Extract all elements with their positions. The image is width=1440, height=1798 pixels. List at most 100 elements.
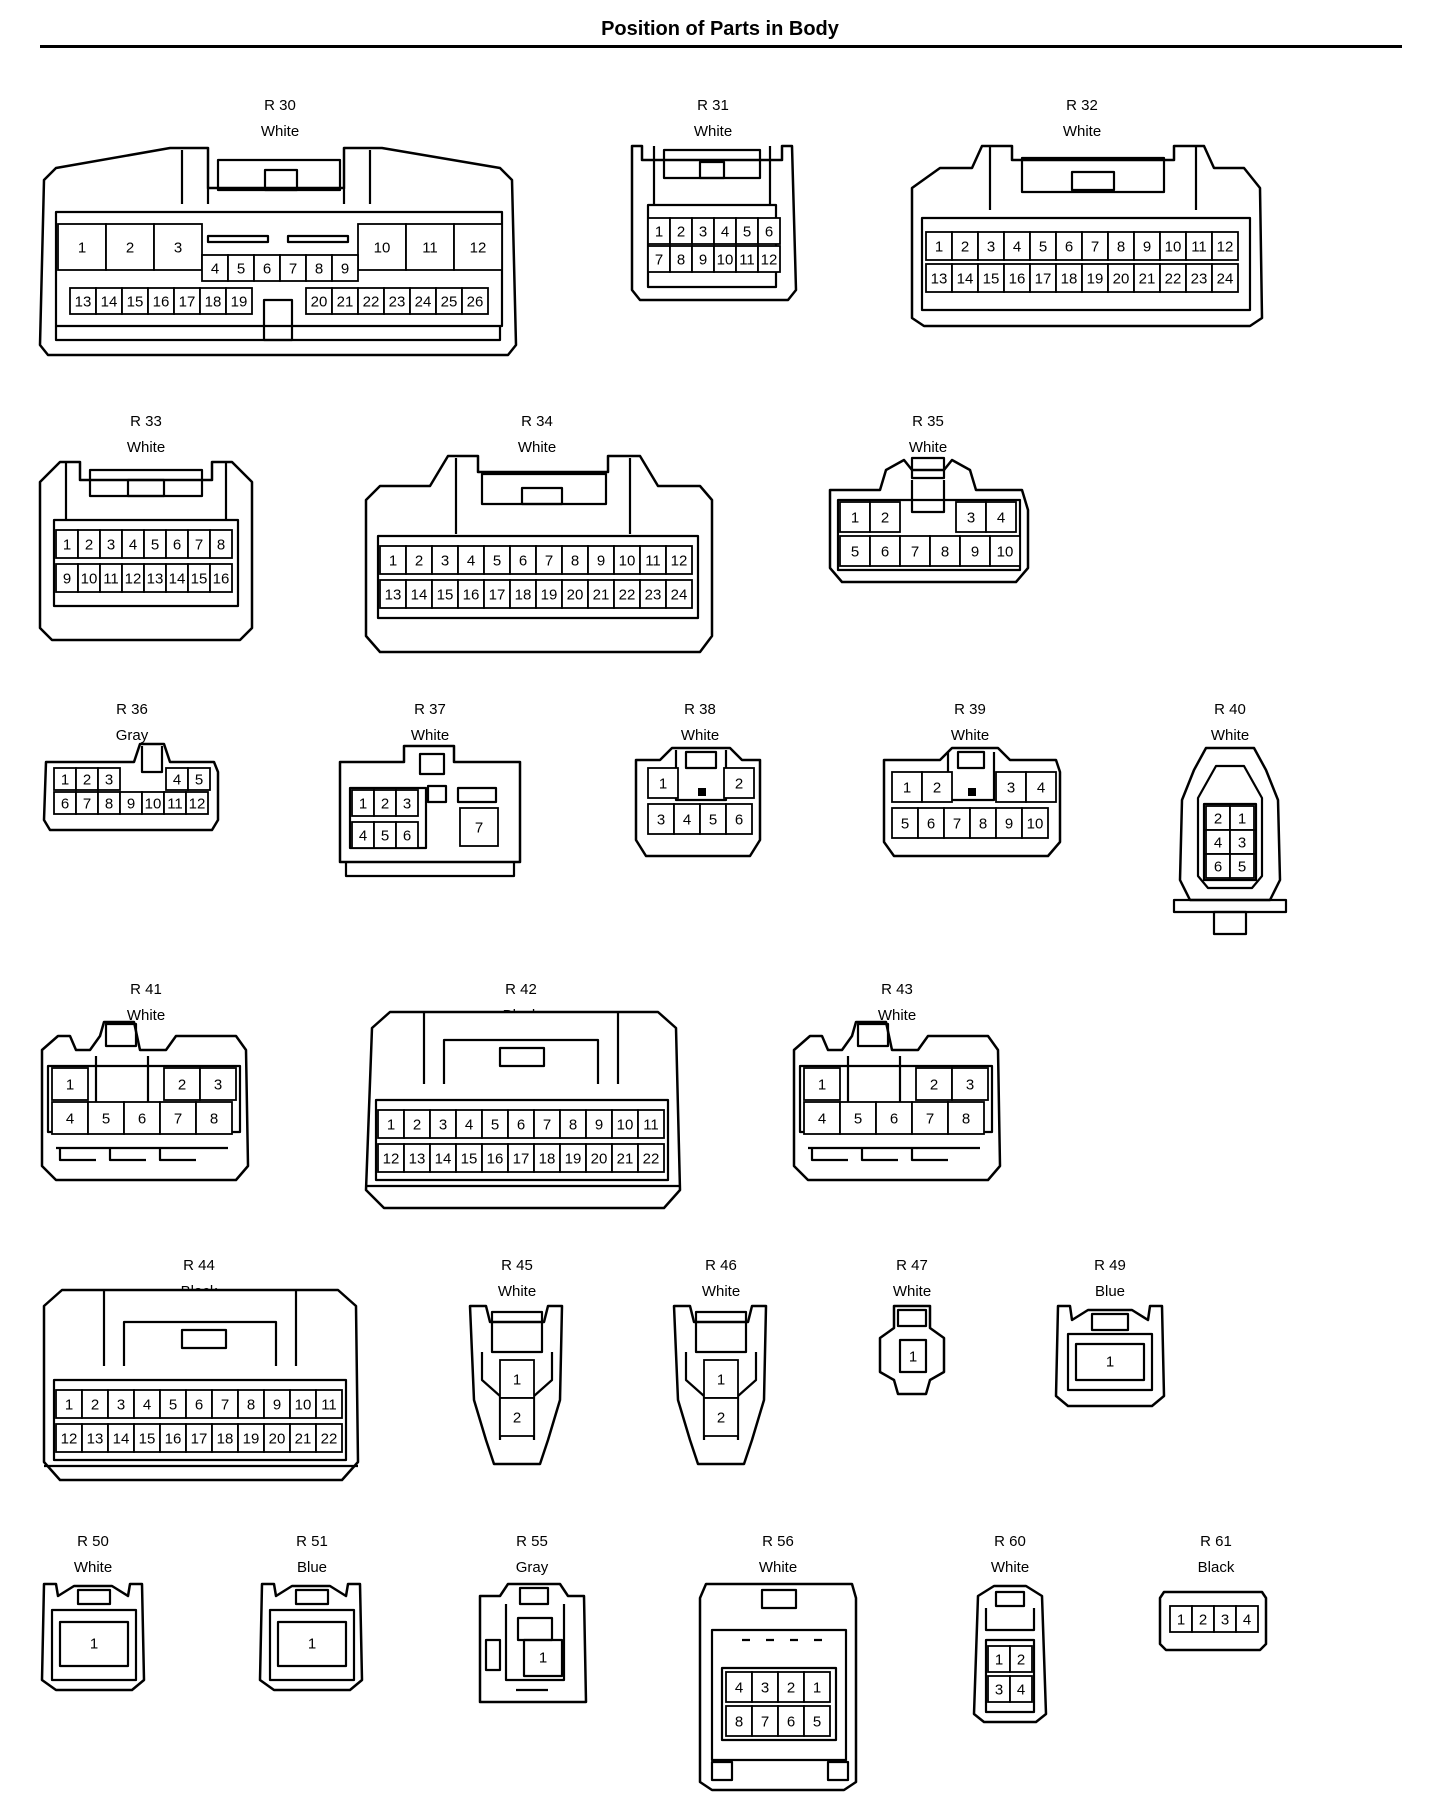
r61-id-label: R 61 [1200,1533,1232,1550]
pin-number: 5 [743,224,751,241]
pin-number: 1 [66,1077,74,1094]
pin-cell: 12 [55,1423,83,1453]
pin-box [331,254,359,282]
pin-number: 12 [61,1431,78,1448]
pin-cell: 7 [535,545,563,575]
pin-number: 2 [1199,1612,1207,1629]
pin-cell: 6 [869,535,901,567]
pin-cell: 6 [185,1389,213,1419]
r55-id-label: R 55 [516,1533,548,1550]
pin-cell: 1 [987,1645,1011,1673]
pin-box [57,223,107,271]
pin-number: 10 [619,553,636,570]
pin-cell: 14 [165,563,189,593]
pin-number: 4 [1243,1612,1251,1629]
pin-number: 12 [1217,239,1234,256]
pin-box [665,579,693,609]
housing-outline [478,1582,588,1704]
r55-labels: R 55 Gray [516,1533,549,1576]
pin-cell: 3 [977,231,1005,261]
r45-color-label: White [498,1283,536,1300]
pin-cell: 9 [959,535,991,567]
pin-cell: 4 [1235,1605,1259,1633]
pin-number: 19 [541,587,558,604]
pin-box [187,767,211,791]
housing-part [826,1760,850,1782]
pin-number: 15 [191,571,208,588]
pin-cell: 1 [803,1067,841,1101]
pin-number: 1 [1177,1612,1185,1629]
pin-number: 11 [167,796,183,813]
pin-cell: 4 [725,1671,753,1703]
pin-cell: 19 [559,1143,587,1173]
pin-cell: 1 [53,767,77,791]
pin-cell: 1 [351,789,375,817]
pin-cell: 15 [187,563,211,593]
pin-number: 7 [543,1117,551,1134]
pin-cell: 22 [357,287,385,315]
pin-cell: 11 [99,563,123,593]
r32-id-label: R 32 [1066,97,1098,114]
pin-number: 10 [374,240,391,257]
pin-cell: 7 [459,807,499,847]
pin-number: 9 [971,544,979,561]
pin-cell: 14 [95,287,123,315]
pin-cell: 8 [929,535,961,567]
pin-number: 14 [435,1151,452,1168]
housing-part [1070,170,1116,192]
pin-number: 2 [717,1410,725,1427]
pin-number: 21 [617,1151,634,1168]
pin-cell: 8 [947,1101,985,1135]
pin-number: 12 [671,553,688,570]
pin-number: 2 [85,537,93,554]
housing-outline [988,146,1198,210]
pin-cell: 2 [75,767,99,791]
pin-number: 9 [1005,816,1013,833]
r55-color-label: Gray [516,1559,549,1576]
pin-number: 2 [1017,1652,1025,1669]
pin-box [647,803,675,835]
pin-box [1025,771,1057,803]
pin-box [1235,1605,1259,1633]
pin-number: 6 [517,1117,525,1134]
pin-box [377,1143,405,1173]
pin-cell: 19 [225,287,253,315]
pin-number: 3 [403,796,411,813]
pin-number: 15 [437,587,454,604]
pin-number: 20 [567,587,584,604]
pin-number: 10 [1165,239,1182,256]
pin-cell: 2 [921,771,953,803]
r35-color-label: White [909,439,947,456]
pin-cell: 22 [637,1143,665,1173]
housing-part [856,1022,890,1048]
r60-color-label: White [991,1559,1029,1576]
housing-part [456,786,498,804]
pin-cell: 13 [379,579,407,609]
pin-number: 8 [247,1397,255,1414]
pin-cell: 4 [133,1389,161,1419]
housing-part [896,1308,928,1328]
housing-part [286,234,350,244]
pin-number: 2 [933,780,941,797]
pin-number: 11 [645,553,661,570]
pin-box [97,767,121,791]
pin-cell: 11 [735,245,759,273]
pin-cell: 2 [1205,805,1231,831]
pin-cell: 7 [187,529,211,559]
pin-box [951,1067,989,1101]
housing-outline [102,1290,298,1366]
pin-number: 3 [441,553,449,570]
pin-cell: 3 [1229,829,1255,855]
pin-number: 4 [211,261,219,278]
pin-number: 4 [683,812,691,829]
pin-box [95,287,123,315]
pin-number: 20 [1113,271,1130,288]
pin-box [153,223,203,271]
pin-cell: 9 [119,791,143,815]
pin-number: 8 [677,252,685,269]
